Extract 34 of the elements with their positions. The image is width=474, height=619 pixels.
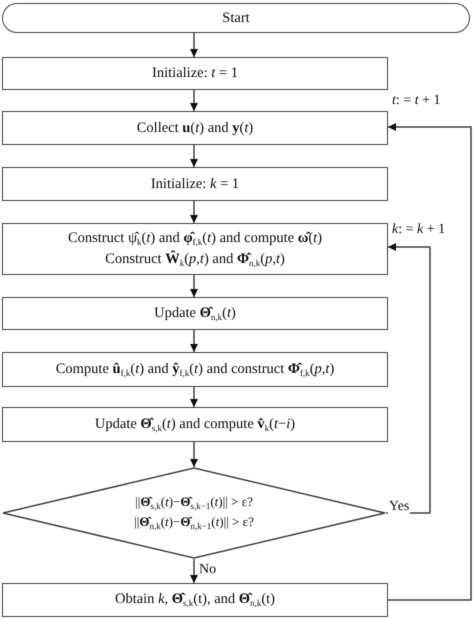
step-text: Compute û$_{f,k}$(t) and ŷ$_{f,k}$(t) and construct Φ̂$_{f,k}$(p,t) (56, 360, 334, 378)
process-box (2, 57, 388, 90)
arrow (190, 201, 198, 223)
process-box (2, 223, 388, 275)
process-box (2, 352, 388, 387)
step-text: Collect u(t) and y(t) (136, 120, 254, 136)
arrow (190, 33, 198, 57)
arrow (190, 90, 198, 111)
step-text: Update Θ̂$_{s,k}$(t) and compute v̂$_{k}$(t−i) (94, 416, 296, 434)
decision-diamond (2, 467, 386, 559)
process-box (2, 111, 388, 145)
arrow (190, 145, 198, 167)
step-text: Construct Ŵ$_{k}$(p,t) and Φ̂$_{n,k}$(p,t) (105, 250, 285, 268)
arrow (190, 330, 198, 352)
arrow (190, 559, 198, 583)
step-text: Start (222, 10, 250, 26)
step-text: Obtain k, Θ̂$_{s,k}$(t), and Θ̂$_{n,k}$(t) (114, 591, 276, 609)
arrow (190, 442, 198, 467)
process-box (2, 167, 388, 201)
arrow (388, 123, 472, 601)
process-box (2, 297, 388, 330)
condition-text: ||Θ̂$_{n,k}$(t)−Θ̂$_{n,k−1}$(t)|| > ε? (134, 514, 254, 531)
branch-label: Yes (388, 499, 410, 514)
condition-text: ||Θ̂$_{s,k}$(t)−Θ̂$_{s,k−1}$(t)|| > ε? (135, 495, 253, 512)
arrow (386, 243, 431, 514)
arrow (190, 275, 198, 297)
process-box (2, 407, 388, 442)
process-box (2, 583, 388, 617)
arrow (190, 387, 198, 407)
step-text: Initialize: k = 1 (150, 176, 240, 192)
step-text: Construct ψ̂$_{k}$(t) and φ̂$_{f,k}$(t) and compute ω̂(t) (68, 230, 322, 248)
terminal-box (2, 3, 470, 33)
step-text: Initialize: t = 1 (152, 65, 238, 82)
step-text: Update Θ̂$_{n,k}$(t) (154, 304, 236, 322)
